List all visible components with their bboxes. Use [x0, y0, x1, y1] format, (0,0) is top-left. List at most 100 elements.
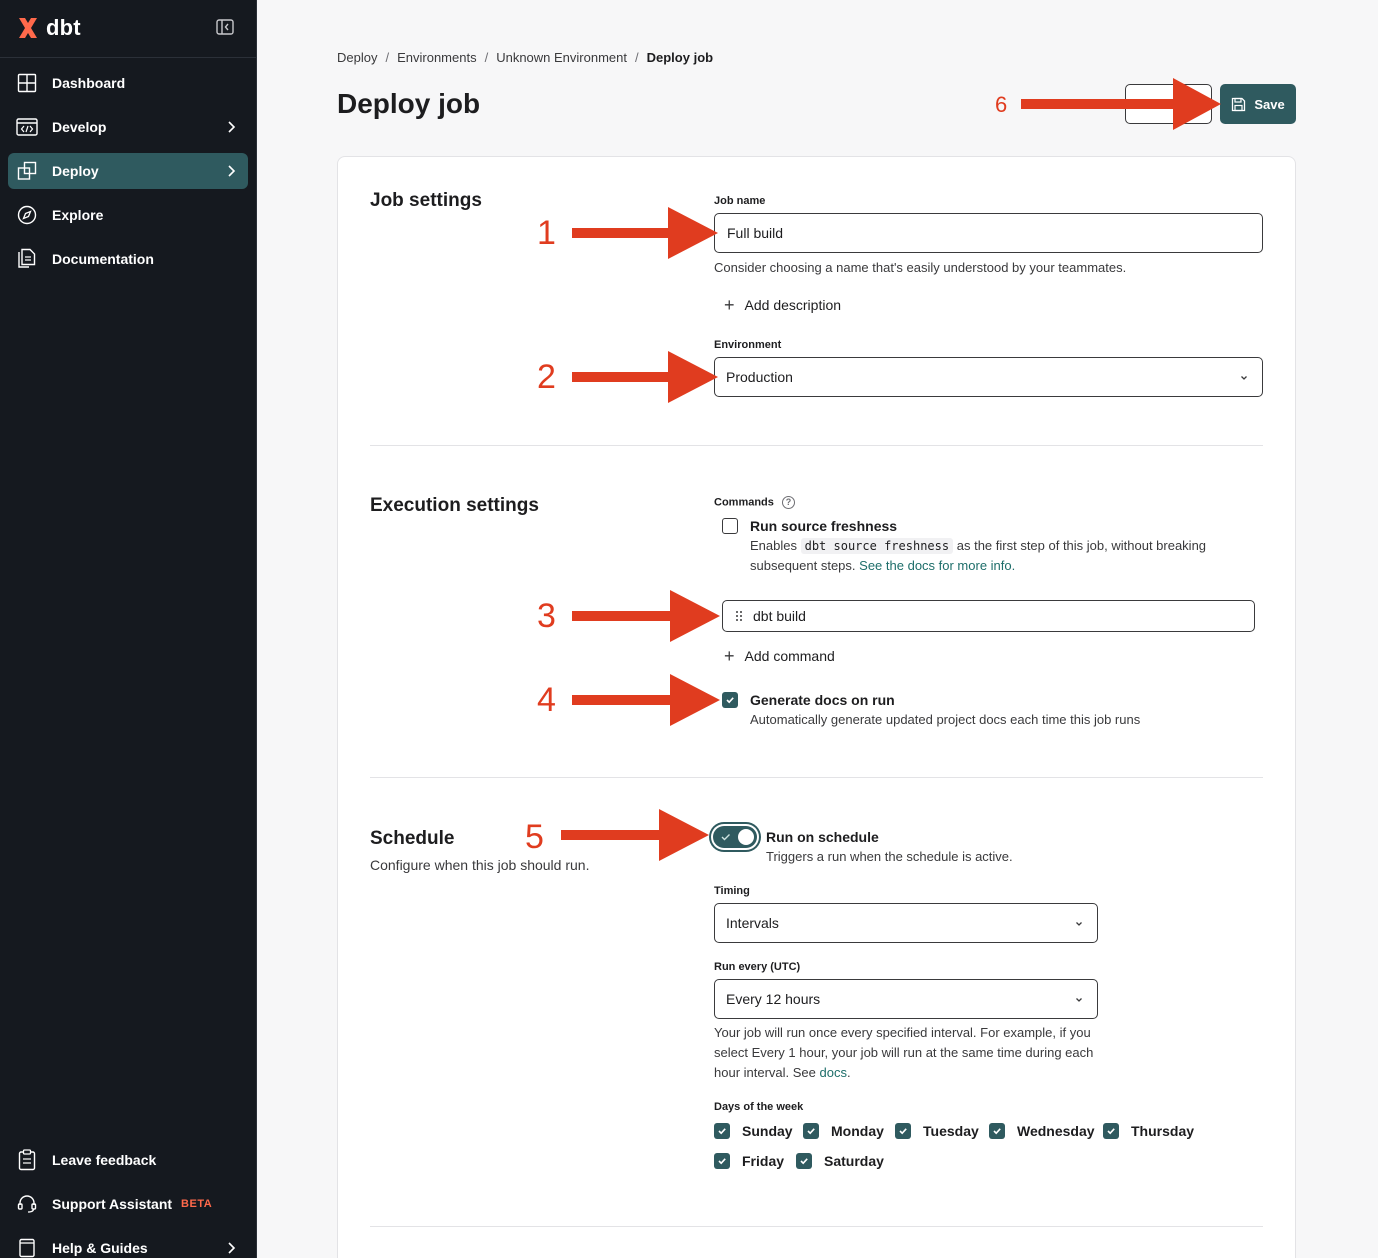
plus-icon: +	[724, 295, 735, 315]
helper-text: .	[847, 1065, 851, 1080]
check-icon	[1107, 1128, 1115, 1135]
docs-link[interactable]: See the docs for more info.	[859, 558, 1016, 573]
day-thursday[interactable]: Thursday	[1103, 1123, 1194, 1139]
toggle-knob	[738, 829, 754, 845]
add-description-button[interactable]: + Add description	[724, 295, 842, 315]
breadcrumb-environments[interactable]: Environments	[397, 50, 477, 65]
annotation-number: 1	[537, 214, 556, 252]
day-checkbox[interactable]	[989, 1123, 1005, 1139]
sidebar-item-documentation[interactable]: Documentation	[8, 241, 248, 277]
chevron-right-icon	[228, 1242, 236, 1254]
docs-link[interactable]: docs	[819, 1065, 847, 1080]
save-icon	[1232, 97, 1246, 111]
job-form-card	[337, 156, 1296, 1258]
annotation-number: 6	[995, 92, 1008, 117]
day-checkbox[interactable]	[803, 1123, 819, 1139]
day-checkbox[interactable]	[714, 1153, 730, 1169]
sidebar-item-label: Dashboard	[52, 75, 126, 91]
desc-text: Enables	[750, 538, 797, 553]
day-wednesday[interactable]: Wednesday	[989, 1123, 1095, 1139]
develop-icon	[16, 116, 38, 138]
day-checkbox[interactable]	[1103, 1123, 1119, 1139]
dashboard-icon	[16, 72, 38, 94]
check-icon	[726, 697, 734, 704]
timing-value: Intervals	[726, 915, 779, 931]
sidebar-item-support-assistant[interactable]: Support Assistant BETA	[8, 1186, 248, 1222]
sidebar-item-label: Documentation	[52, 251, 154, 267]
day-checkbox[interactable]	[796, 1153, 812, 1169]
run-every-value: Every 12 hours	[726, 991, 821, 1007]
day-tuesday[interactable]: Tuesday	[895, 1123, 979, 1139]
chevron-right-icon	[228, 121, 236, 133]
helper-text: hour interval. See	[714, 1065, 816, 1080]
sidebar: dbt Dashboard Develop Deploy Explore	[0, 0, 257, 1258]
sidebar-item-leave-feedback[interactable]: Leave feedback	[8, 1142, 248, 1178]
check-icon	[993, 1128, 1001, 1135]
add-description-label: Add description	[744, 297, 842, 313]
sidebar-item-deploy[interactable]: Deploy	[8, 153, 248, 189]
source-freshness-title: Run source freshness	[750, 518, 898, 534]
run-on-schedule-toggle[interactable]	[713, 826, 757, 848]
check-icon	[899, 1128, 907, 1135]
annotation-arrow	[561, 809, 709, 861]
drag-handle-icon[interactable]	[735, 610, 743, 622]
collapse-sidebar-icon[interactable]	[216, 19, 234, 35]
breadcrumb-deploy[interactable]: Deploy	[337, 50, 378, 65]
source-freshness-desc: Enables dbt source freshness as the firs…	[750, 536, 1230, 576]
helper-text: select Every 1 hour, your job will run a…	[714, 1045, 1094, 1060]
breadcrumb-environment[interactable]: Unknown Environment	[496, 50, 627, 65]
helper-text: Your job will run once every specified i…	[714, 1025, 1091, 1040]
sidebar-item-explore[interactable]: Explore	[8, 197, 248, 233]
annotation-arrow	[572, 590, 720, 642]
check-icon	[800, 1158, 808, 1165]
day-saturday[interactable]: Saturday	[796, 1153, 884, 1169]
run-on-schedule-title: Run on schedule	[766, 829, 879, 845]
check-icon	[807, 1128, 815, 1135]
day-checkbox[interactable]	[895, 1123, 911, 1139]
generate-docs-checkbox[interactable]	[722, 692, 738, 708]
environment-select[interactable]: Production	[714, 357, 1263, 397]
day-label: Saturday	[824, 1153, 884, 1169]
save-button[interactable]: Save	[1220, 84, 1296, 124]
day-label: Wednesday	[1017, 1123, 1095, 1139]
annotation-number: 4	[537, 681, 556, 719]
timing-select[interactable]: Intervals	[714, 903, 1098, 943]
job-name-input[interactable]: Full build	[714, 213, 1263, 253]
job-name-helper: Consider choosing a name that's easily u…	[714, 260, 1127, 275]
day-checkbox[interactable]	[714, 1123, 730, 1139]
deploy-icon	[16, 160, 38, 182]
feedback-icon	[16, 1149, 38, 1171]
day-friday[interactable]: Friday	[714, 1153, 784, 1169]
execution-settings-title: Execution settings	[370, 495, 539, 516]
day-monday[interactable]: Monday	[803, 1123, 884, 1139]
section-divider	[370, 777, 1263, 778]
sidebar-item-help-guides[interactable]: Help & Guides	[8, 1230, 248, 1258]
day-sunday[interactable]: Sunday	[714, 1123, 793, 1139]
help-icon	[16, 1237, 38, 1258]
dbt-logo[interactable]: dbt	[16, 15, 81, 41]
section-divider	[370, 445, 1263, 446]
chevron-right-icon	[228, 165, 236, 177]
help-circle-icon[interactable]: ?	[781, 496, 795, 509]
breadcrumb-separator: /	[635, 50, 639, 65]
support-icon	[16, 1193, 38, 1215]
add-command-button[interactable]: + Add command	[724, 647, 835, 665]
sidebar-item-develop[interactable]: Develop	[8, 109, 248, 145]
day-label: Friday	[742, 1153, 785, 1169]
schedule-subtitle: Configure when this job should run.	[370, 857, 590, 873]
sidebar-divider	[0, 57, 257, 58]
sidebar-item-label: Support Assistant	[52, 1196, 173, 1212]
source-freshness-checkbox[interactable]	[722, 518, 738, 534]
explore-icon	[16, 204, 38, 226]
annotation-arrow	[572, 351, 718, 403]
run-every-select[interactable]: Every 12 hours	[714, 979, 1098, 1019]
logo-text: dbt	[46, 15, 81, 40]
command-value: dbt build	[753, 608, 806, 624]
generate-docs-title: Generate docs on run	[750, 692, 895, 708]
chevron-down-icon	[1241, 376, 1247, 380]
documentation-icon	[16, 248, 38, 270]
annotation-arrow	[572, 207, 718, 259]
job-name-label: Job name	[714, 195, 766, 207]
sidebar-item-dashboard[interactable]: Dashboard	[8, 65, 248, 101]
command-input[interactable]: dbt build	[722, 600, 1255, 632]
